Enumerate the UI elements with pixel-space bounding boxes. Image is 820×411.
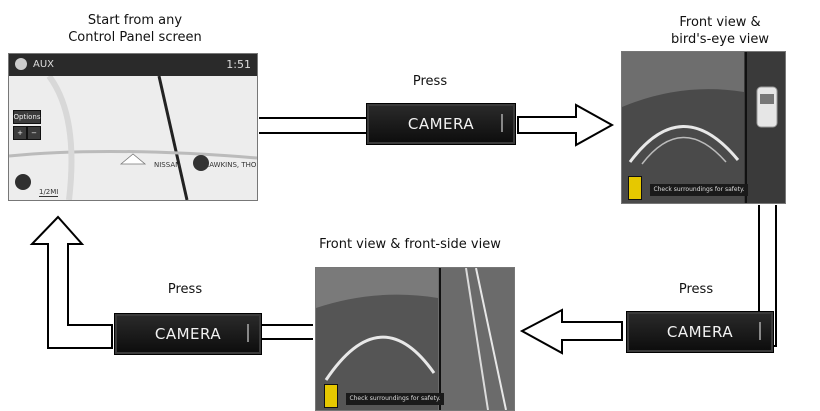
audio-source-icon [15,58,27,70]
camera-button-top[interactable]: CAMERA [366,103,516,145]
map-roads [9,76,257,200]
arrow-to-start [29,215,113,349]
front-birds-eye-screen: Check surroundings for safety. [621,51,786,204]
camera-button-right[interactable]: CAMERA [626,311,774,353]
road-label-2: HAWKINS, THO [204,161,257,169]
audio-source-label: AUX [33,59,55,70]
front-side-screen: Check surroundings for safety. [315,267,515,411]
car-top-view-icon [756,86,778,128]
caption-front-side: Front view & front-side view [319,237,501,252]
caption-press-right: Press [678,282,714,297]
caption-front-birds-eye: Front view & bird's-eye view [670,15,770,47]
options-label: Options [13,113,41,121]
safety-warning: Check surroundings for safety. [346,393,444,405]
map-view[interactable]: Options + − NISSAN HAWKINS, THO 1/2MI [9,76,257,200]
status-bar: AUX 1:51 [9,54,257,76]
zoom-out-icon[interactable]: − [27,126,41,140]
connector-start-to-camera [259,117,366,134]
caption-start: Start from any Control Panel screen [68,13,202,45]
options-button[interactable]: Options [13,110,41,124]
camera-button-top-label: CAMERA [407,115,475,133]
camera-button-right-label: CAMERA [666,323,734,341]
button-indicator [247,324,249,342]
camera-selector-icon[interactable] [628,176,642,200]
road-label: NISSAN [154,161,181,169]
control-panel-screen: AUX 1:51 Options + − NISSAN HAWKINS, THO… [8,53,258,201]
caption-press-top: Press [412,74,448,89]
button-indicator [501,114,503,132]
connector-front-side-to-camera [262,324,313,340]
map-scale: 1/2MI [39,188,59,197]
button-indicator [759,322,761,340]
zoom-in-icon[interactable]: + [13,126,27,140]
arrow-to-birds-eye [517,103,615,147]
safety-warning: Check surroundings for safety. [650,184,748,196]
front-camera-feed [622,52,785,203]
caption-press-left: Press [167,282,203,297]
front-side-camera-feed [316,268,514,410]
clock: 1:51 [226,58,251,71]
compass-icon[interactable] [15,174,31,190]
camera-button-left-label: CAMERA [154,325,222,343]
camera-button-left[interactable]: CAMERA [114,313,262,355]
camera-selector-icon[interactable] [324,384,338,408]
arrow-to-front-side [519,308,623,355]
